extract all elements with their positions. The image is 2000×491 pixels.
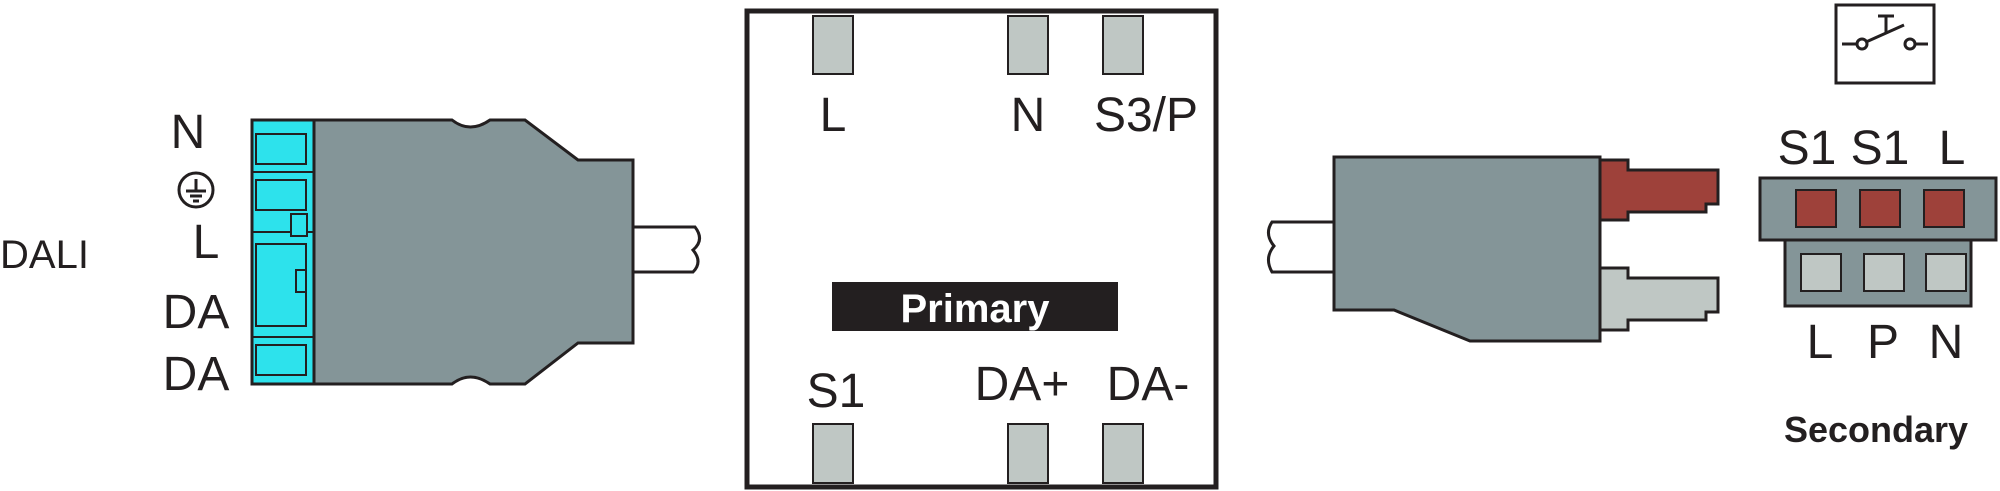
terminal-da-minus bbox=[1102, 423, 1144, 484]
left-connector-body bbox=[312, 118, 635, 386]
socket-contact-n bbox=[1925, 253, 1967, 292]
terminal-s3p bbox=[1102, 15, 1144, 75]
pin-label-l: L bbox=[193, 216, 220, 269]
socket-contact-l-top bbox=[1923, 189, 1965, 228]
socket-label-l: L bbox=[1807, 316, 1834, 369]
dali-plug bbox=[250, 118, 316, 386]
socket-label-l-top: L bbox=[1939, 122, 1966, 175]
socket-contact-p bbox=[1863, 253, 1905, 292]
socket-label-s1-1: S1 bbox=[1778, 122, 1837, 175]
protective-earth-icon bbox=[177, 171, 215, 209]
terminal-label-s1: S1 bbox=[807, 365, 866, 418]
terminal-l bbox=[812, 15, 854, 75]
primary-title: Primary bbox=[901, 287, 1051, 331]
secondary-socket: S1 S1 L L P N Secondary bbox=[1758, 3, 1998, 450]
primary-module: L N S3/P Primary S1 DA+ DA- bbox=[744, 8, 1219, 490]
terminal-label-s3p: S3/P bbox=[1094, 89, 1198, 142]
terminal-label-da-plus: DA+ bbox=[975, 358, 1070, 411]
dali-label: DALI bbox=[0, 233, 89, 277]
socket-contact-l bbox=[1800, 253, 1842, 292]
terminal-label-n: N bbox=[1011, 89, 1046, 142]
switch-symbol-icon bbox=[1834, 3, 1936, 85]
left-cable bbox=[630, 225, 701, 274]
socket-label-p: P bbox=[1867, 316, 1899, 369]
red-prong bbox=[1594, 158, 1720, 222]
terminal-s1 bbox=[812, 423, 854, 484]
terminal-label-da-minus: DA- bbox=[1107, 358, 1190, 411]
primary-bar bbox=[832, 282, 1118, 331]
pin-label-n: N bbox=[171, 106, 206, 159]
secondary-title: Secondary bbox=[1784, 409, 1968, 450]
socket-label-s1-2: S1 bbox=[1851, 122, 1910, 175]
right-cable bbox=[1267, 220, 1336, 274]
socket-label-n: N bbox=[1929, 316, 1964, 369]
right-connector bbox=[1267, 155, 1720, 343]
terminal-n bbox=[1007, 15, 1049, 75]
pin-label-da-1: DA bbox=[163, 286, 230, 339]
right-connector-body bbox=[1332, 155, 1602, 343]
left-connector: DALI N L DA DA bbox=[0, 106, 701, 401]
pin-label-da-2: DA bbox=[163, 348, 230, 401]
terminal-da-plus bbox=[1007, 423, 1049, 484]
socket-contact-s1-1 bbox=[1795, 189, 1837, 228]
light-prong bbox=[1594, 266, 1720, 332]
terminal-label-l: L bbox=[820, 89, 847, 142]
socket-contact-s1-2 bbox=[1859, 189, 1901, 228]
